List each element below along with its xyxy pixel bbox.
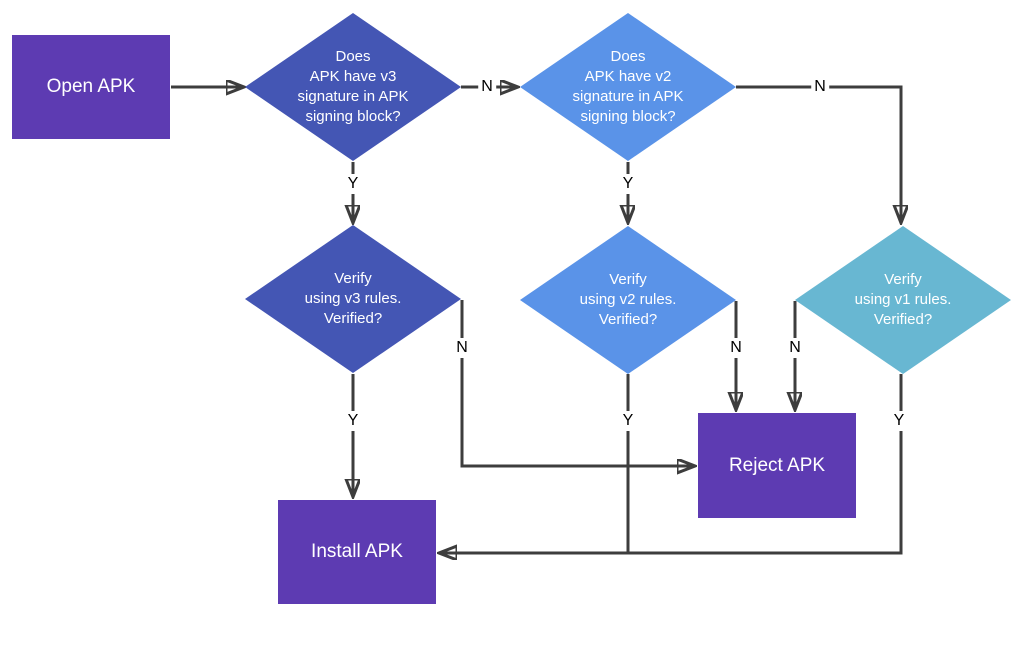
edge-label-yes-v3-question: Y (344, 174, 362, 194)
node-install-apk: Install APK (278, 500, 436, 604)
edge-v2-question-no-to-verify-v1 (736, 85, 901, 222)
edge-verify-v1-yes-to-install (440, 374, 903, 553)
edge-label-no-verify-v2: N (727, 338, 745, 358)
edge-label-yes-verify-v2: Y (619, 411, 637, 431)
node-v2-signature-question-label: Does APK have v2 signature in APK signin… (572, 48, 684, 125)
node-reject-apk-label: Reject APK (728, 454, 826, 476)
node-verify-v2-label: Verify using v2 rules. Verified? (579, 271, 677, 328)
edge-label-no-verify-v3: N (453, 338, 471, 358)
node-reject-apk: Reject APK (698, 413, 856, 518)
node-install-apk-label: Install APK (311, 541, 403, 562)
node-open-apk: Open APK (12, 35, 170, 139)
edge-label-yes-verify-v1: Y (890, 411, 908, 431)
edge-label-no-v3-to-v2: N (478, 77, 496, 97)
edge-label-no-verify-v1: N (786, 338, 804, 358)
node-open-apk-label: Open APK (46, 76, 136, 97)
edge-label-yes-verify-v3: Y (344, 411, 362, 431)
node-v3-signature-question-label: Does APK have v3 signature in APK signin… (297, 48, 409, 125)
node-verify-v3-label: Verify using v3 rules. Verified? (304, 270, 402, 327)
node-verify-v1-label: Verify using v1 rules. Verified? (854, 271, 952, 328)
edge-label-yes-v2-question: Y (619, 174, 637, 194)
edge-label-no-v2-to-v1: N (811, 77, 829, 97)
